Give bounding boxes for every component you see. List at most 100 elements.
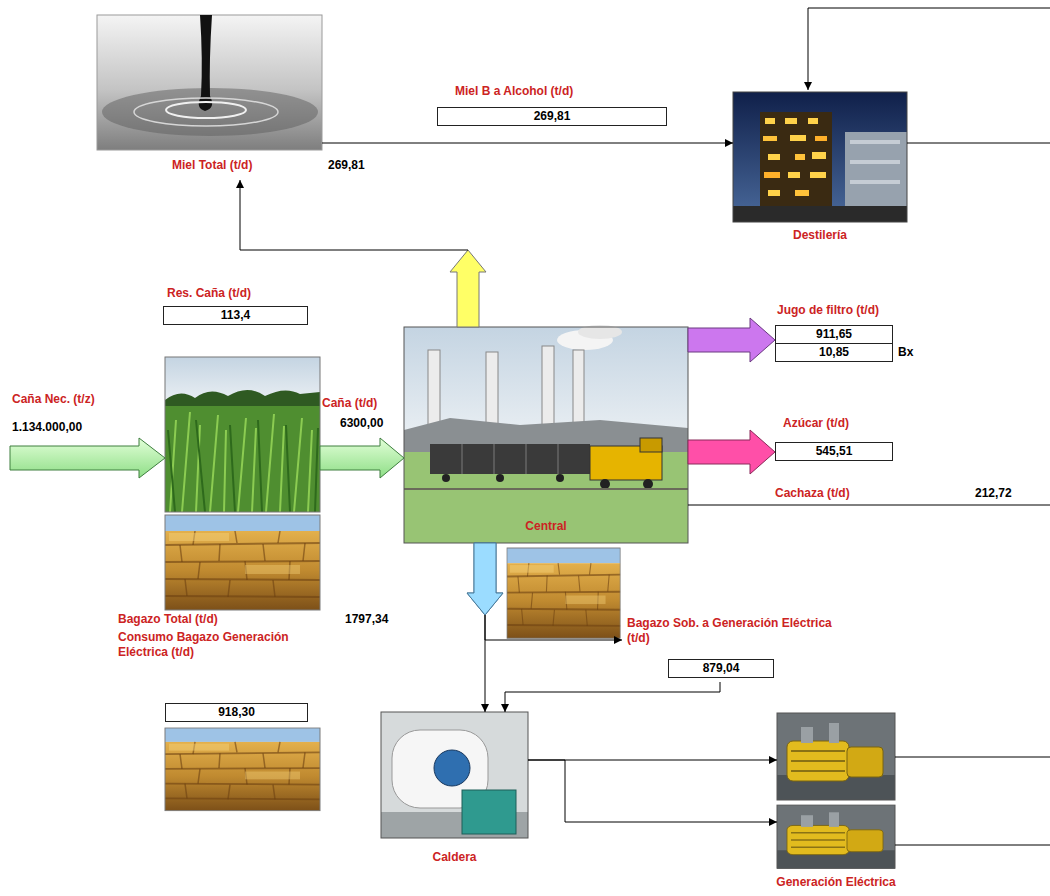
sugar-mill-picture [404,488,688,490]
cane-field-picture [168,420,318,512]
distillery-picture [733,92,907,222]
boiler-picture [434,750,470,786]
flow-line [895,757,1050,758]
bagasse-consumption-node: Consumo Bagazo Generación Eléctrica (t/d… [118,630,320,812]
value-box: 113,4 [163,306,308,325]
boiler-node: Caldera [381,712,528,867]
power-generation-node: Generación Eléctrica [777,713,895,893]
node-label: Res. Caña (t/d) [167,286,251,301]
molasses-picture [199,15,212,111]
flow-line [10,8,1050,845]
distillery-picture [785,118,797,124]
molasses-node: Miel Total (t/d)269,81 [97,15,322,180]
block-arrow [320,438,404,478]
unit-text: Bx [898,345,913,360]
distillery-picture [768,154,780,160]
node-label: Consumo Bagazo Generación Eléctrica (t/d… [118,630,318,660]
cane-field-picture [165,357,320,512]
distillery-picture [763,136,777,141]
distillery-picture [733,92,907,222]
node-label: Azúcar (t/d) [783,416,849,431]
value-box: 918,30 [165,703,308,722]
distillery-picture [733,206,907,222]
flow-line [10,438,165,478]
distillery-picture [810,172,826,178]
flow-connector [688,430,775,474]
flow-line [688,505,1050,506]
node-label: Miel Total (t/d) [172,158,252,173]
sugar-mill-picture [600,479,610,489]
distillery-picture [764,172,780,178]
boiler-picture [381,712,528,838]
filter-juice-node: Jugo de filtro (t/d) 911,6510,85 Bx [775,303,925,369]
flow-line [485,615,622,640]
value-box: 545,51 [775,442,893,461]
bagasse-picture [165,515,320,610]
boiler-picture [381,712,528,838]
cane-field-node: Res. Caña (t/d) 113,4 [163,285,320,512]
node-label: Generación Eléctrica [753,875,919,890]
sugar-mill-picture [640,438,662,452]
value-text: 6300,00 [340,416,383,431]
block-arrow [467,543,503,615]
node-label: Bagazo Total (t/d) [118,612,218,627]
sugar-mill-picture [404,327,688,543]
value-box: 911,65 [775,325,893,344]
block-arrow [450,250,486,327]
molasses-picture [97,15,322,150]
molasses-picture [166,102,246,118]
cane-field-picture [165,406,320,512]
boiler-picture [381,712,528,838]
distillery-picture [765,118,775,124]
value-text: 1.134.000,00 [12,420,82,435]
distillery-picture [850,140,900,144]
node-label: Destilería [733,228,907,243]
flow-label: Cachaza (t/d) [775,486,850,501]
distillery-picture [850,180,900,184]
cane-field-picture [165,357,320,512]
molasses-picture [102,88,318,136]
distillery-picture [795,190,809,196]
sugar-mill-picture [496,474,504,482]
cane-field-picture [170,412,312,512]
sugar-mill-picture [430,444,590,474]
node-label: Jugo de filtro (t/d) [777,303,879,318]
flow-label: Caña Nec. (t/z) [12,392,95,407]
sugar-mill-picture [556,474,564,482]
value-text: 1797,34 [345,612,388,627]
sugar-mill-picture [462,444,558,474]
flow-label: Miel B a Alcohol (t/d) [455,84,573,99]
flow-line [240,180,468,250]
block-arrow [688,318,775,362]
distillery-node: Destilería [733,92,907,244]
surplus-bagasse-node: Bagazo Sob. a Generación Eléctrica (t/d)… [622,612,852,682]
distillery-picture [795,154,805,160]
flow-line [505,682,720,712]
distillery-picture [850,160,900,164]
molasses-picture [134,98,278,126]
flow-connector [322,143,733,144]
flow-connector [505,682,720,712]
sugar-mill-node: Central [404,327,688,543]
value-text: 269,81 [328,158,365,173]
distillery-picture [788,172,800,178]
flow-connector [688,318,775,362]
generator-picture [777,713,895,800]
flow-label: Caña (t/d) [322,396,377,411]
distillery-picture [808,118,818,124]
flow-line [322,143,733,144]
block-arrow [688,430,775,474]
sugar-node: Azúcar (t/d) 545,51 [775,414,895,464]
value-box: 269,81 [437,107,667,126]
flow-connector [528,760,777,822]
distillery-picture [733,92,907,222]
flow-connector [240,180,486,327]
sugar-mill-picture [643,479,653,489]
flow-connector [320,438,404,478]
distillery-picture [815,136,827,141]
distillery-picture [812,152,826,159]
node-label: Bagazo Sob. a Generación Eléctrica (t/d) [627,616,852,646]
value-box: 10,85 [775,343,893,362]
boiler-picture [462,790,516,834]
